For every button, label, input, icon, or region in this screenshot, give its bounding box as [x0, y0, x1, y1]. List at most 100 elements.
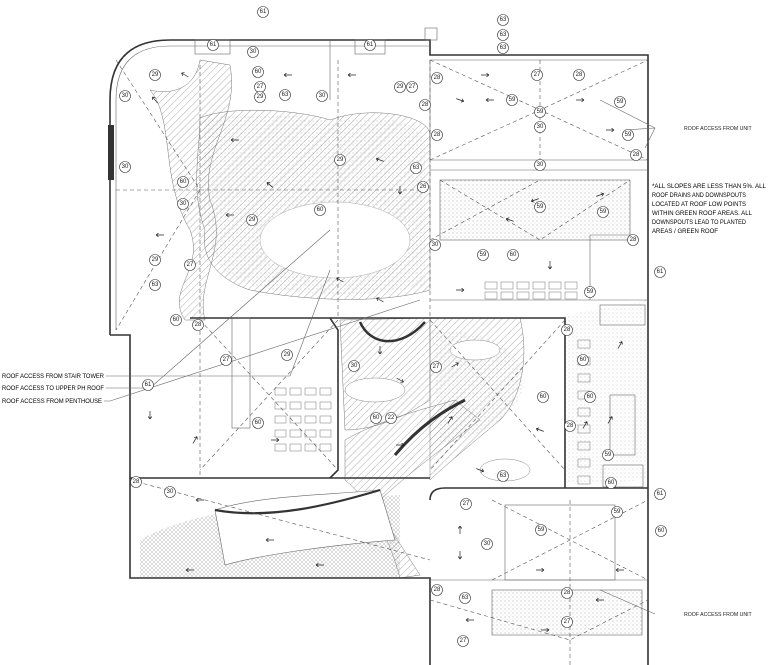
furniture-block [319, 401, 332, 410]
furniture-block [304, 443, 317, 452]
callout-number: 28 [576, 72, 583, 78]
furniture-block [548, 291, 562, 300]
callout-number: 60 [608, 480, 615, 486]
slope-arrow [377, 346, 383, 355]
callout-number: 28 [434, 587, 441, 593]
penthouse-label: ROOF ACCESS FROM PENTHOUSE [2, 398, 103, 405]
callout-number: 28 [434, 75, 441, 81]
slope-arrow [456, 287, 465, 293]
slope-arrow [481, 72, 490, 78]
slope-arrow [266, 182, 274, 188]
slope-arrow [457, 525, 463, 534]
slope-arrow [315, 562, 324, 568]
furniture-block [319, 387, 332, 396]
furniture-block [289, 443, 302, 452]
callout-number: 29 [152, 257, 159, 263]
slope-arrow [230, 137, 239, 143]
callout-tag: 30 [429, 239, 441, 251]
callout-number: 59 [617, 99, 624, 105]
furniture-block [564, 281, 578, 290]
callout-tag: 63 [497, 29, 509, 41]
slope-arrows [147, 72, 624, 633]
callout-tag: 30 [534, 159, 546, 171]
slope-arrow [192, 436, 198, 444]
slope-arrow [535, 427, 544, 432]
callout-number: 28 [195, 322, 202, 328]
callout-tag: 59 [622, 129, 634, 141]
slope-arrow [271, 437, 280, 443]
callout-number: 60 [373, 415, 380, 421]
callout-number: 28 [633, 152, 640, 158]
slope-arrow [582, 421, 588, 429]
callout-tag: 60 [370, 412, 382, 424]
callout-tag: 28 [431, 72, 443, 84]
slope-arrow [397, 186, 403, 195]
slope-arrow [576, 97, 585, 103]
callout-number: 28 [564, 590, 571, 596]
callout-tag: 60 [252, 66, 264, 78]
callout-number: 28 [422, 102, 429, 108]
furniture-block [516, 281, 530, 290]
callout-tag: 27 [430, 361, 442, 373]
callout-tag: 27 [406, 81, 418, 93]
callout-tag: 29 [149, 69, 161, 81]
furniture-block [274, 387, 287, 396]
slope-arrow [396, 377, 404, 383]
callout-tag: 61 [364, 39, 376, 51]
callout-tag: 30 [177, 198, 189, 210]
furniture-block [304, 415, 317, 424]
callout-number: 60 [658, 528, 665, 534]
callout-tag: 30 [247, 46, 259, 58]
slope-arrow [530, 198, 539, 203]
callout-number: 60 [587, 394, 594, 400]
callout-number: 63 [282, 92, 289, 98]
callout-number: 30 [122, 164, 129, 170]
callout-tag: 30 [348, 360, 360, 372]
callout-number: 27 [460, 638, 467, 644]
callout-number: 59 [537, 109, 544, 115]
callout-number: 63 [500, 32, 507, 38]
slope-arrow [595, 597, 604, 603]
slope-arrow [152, 96, 158, 104]
callout-number: 27 [564, 619, 571, 625]
note-line: *ALL SLOPES ARE LESS THAN 5%. ALL [652, 183, 766, 190]
slope-arrow [396, 442, 405, 448]
furniture-block [516, 291, 530, 300]
furniture-block [577, 373, 591, 383]
slope-arrow [476, 468, 485, 473]
callout-tag: 28 [627, 234, 639, 246]
slope-arrow [456, 98, 465, 103]
callout-tag: 60 [655, 525, 667, 537]
slope-arrow [375, 157, 384, 162]
callout-number: 63 [413, 165, 420, 171]
callout-tag: 63 [279, 89, 291, 101]
furniture-block [532, 291, 546, 300]
callout-number: 59 [614, 509, 621, 515]
callout-number: 60 [255, 69, 262, 75]
callout-tag: 59 [611, 506, 623, 518]
callout-number: 59 [538, 527, 545, 533]
callout-number: 61 [210, 42, 217, 48]
callout-tag: 63 [459, 592, 471, 604]
callout-number: 60 [540, 394, 547, 400]
callout-number: 29 [337, 157, 344, 163]
callout-tag: 27 [220, 354, 232, 366]
callout-tag: 60 [584, 391, 596, 403]
callout-tag: 28 [419, 99, 431, 111]
callout-tag: 30 [119, 161, 131, 173]
slope-arrow [185, 567, 194, 573]
callout-number: 59 [537, 204, 544, 210]
note-line: DOWNSPOUTS LEAD TO PLANTED [652, 219, 746, 226]
callout-number: 22 [388, 415, 395, 421]
slope-arrow [451, 362, 459, 368]
callout-tag: 60 [605, 477, 617, 489]
roof-access-unit-bottom-label: ROOF ACCESS FROM UNIT [684, 612, 753, 618]
callout-tag: 61 [207, 39, 219, 51]
callout-tag: 59 [597, 206, 609, 218]
callout-tag: 60 [177, 176, 189, 188]
callout-tag: 59 [534, 201, 546, 213]
callout-number: 28 [564, 327, 571, 333]
callout-number: 29 [397, 84, 404, 90]
